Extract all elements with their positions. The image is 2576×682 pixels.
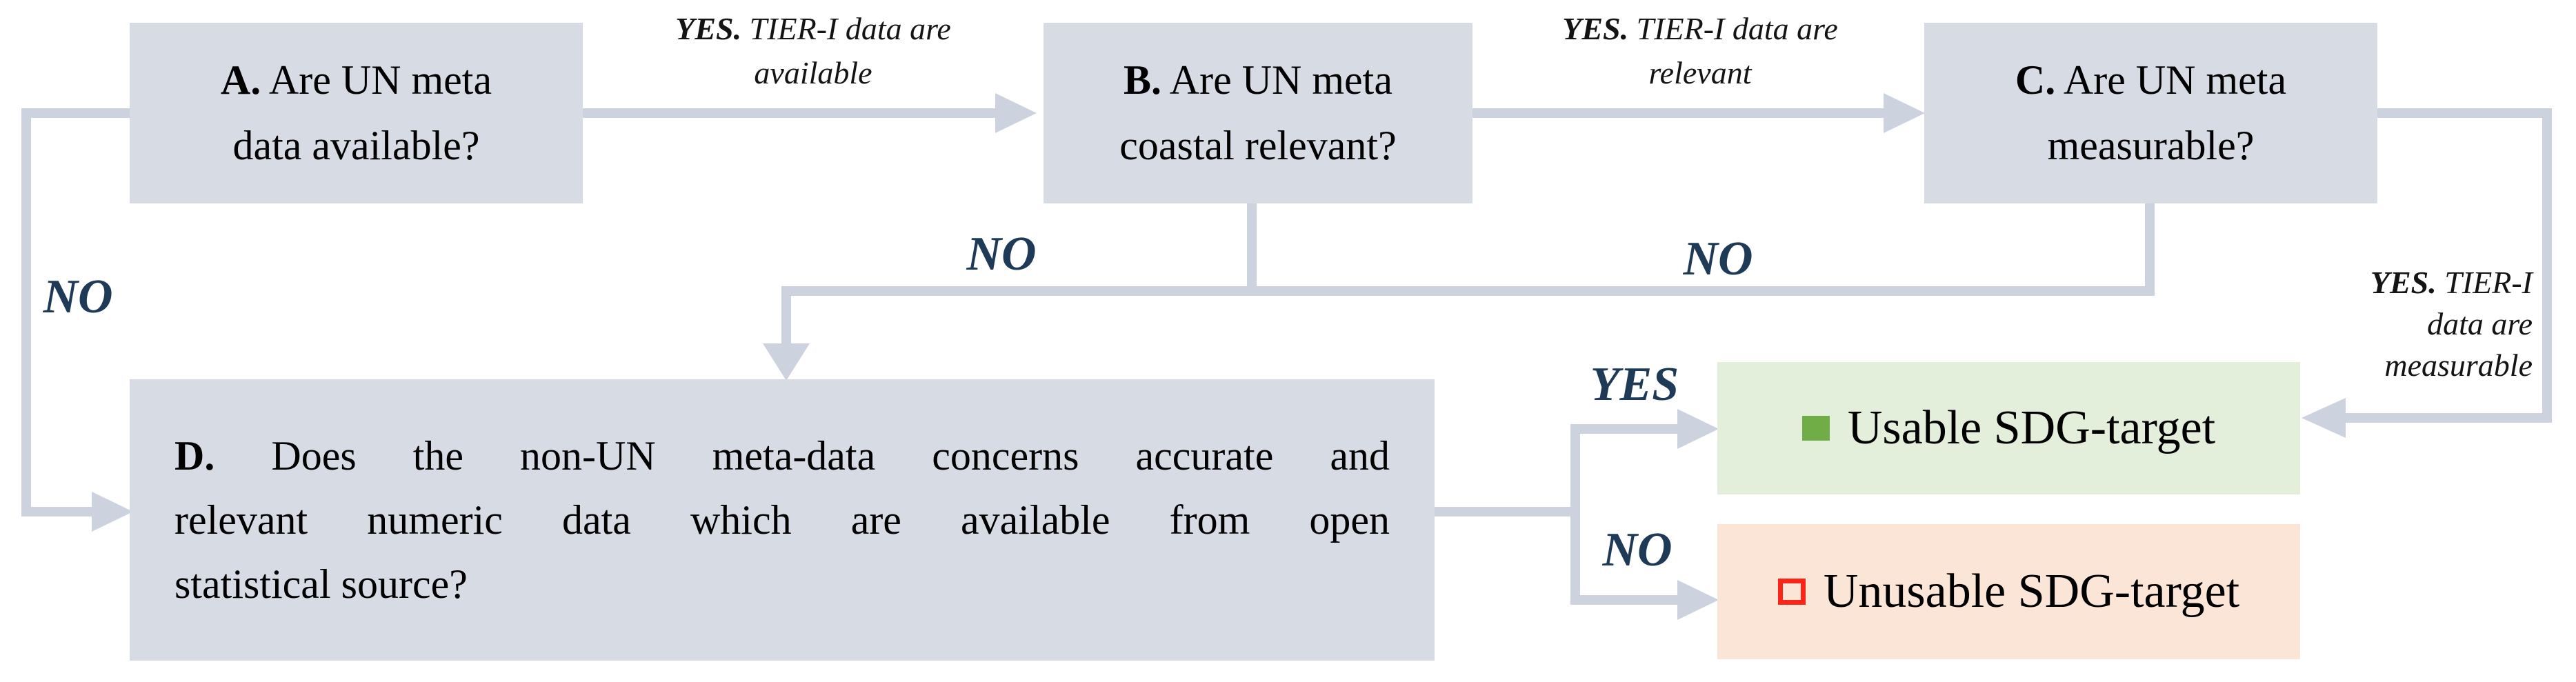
box-a-line1: A. Are UN meta: [220, 57, 492, 103]
box-b-line2: coastal relevant?: [1119, 123, 1397, 168]
usable-bullet-icon: [1801, 416, 1830, 441]
box-d-line1: D. Does the non-UN meta-data concerns ac…: [174, 432, 1390, 479]
flowchart-box-d: D. Does the non-UN meta-data concerns ac…: [130, 379, 1435, 661]
outcome-unusable-box: Unusable SDG-target: [1717, 524, 2300, 659]
label-b-yes: YES. TIER-I data are relevant: [1562, 11, 1838, 90]
box-c-line2: measurable?: [2047, 123, 2255, 168]
connector-c-no-vertical: [2145, 202, 2155, 291]
connector-c-yes-vertical: [2542, 108, 2552, 423]
connector-a-no-horizontal: [21, 507, 94, 516]
outcome-usable-label: Usable SDG-target: [1847, 401, 2216, 454]
arrowhead-c-yes-into-usable: [2302, 398, 2346, 438]
label-d-yes: YES: [1590, 358, 1679, 411]
outcome-usable-box: Usable SDG-target: [1717, 362, 2300, 494]
unusable-bullet-icon: [1777, 579, 1806, 605]
connector-d-split-vertical: [1570, 424, 1580, 605]
label-b-no: NO: [966, 228, 1037, 281]
box-a-line2: data available?: [232, 123, 480, 168]
box-d-line2: relevant numeric data which are availabl…: [174, 497, 1390, 543]
connector-b-no-vertical: [1247, 202, 1257, 291]
connector-a-no-vertical: [21, 108, 31, 516]
label-a-no: NO: [43, 270, 113, 323]
arrowhead-no-into-d: [763, 343, 810, 381]
flowchart-box-c: C. Are UN meta measurable?: [1924, 23, 2377, 203]
box-d-line3: statistical source?: [174, 561, 468, 607]
connector-d-exit: [1435, 507, 1580, 516]
flowchart-box-a: A. Are UN meta data available?: [130, 23, 583, 203]
connector-a-to-b-shaft: [583, 108, 995, 118]
label-c-yes: YES. TIER-I data are measurable: [2370, 265, 2533, 383]
connector-d-yes-shaft: [1570, 424, 1677, 434]
arrowhead-a-no-into-d: [92, 492, 133, 532]
connector-b-to-c-shaft: [1472, 108, 1884, 118]
connector-c-yes-stub: [2377, 108, 2552, 118]
outcome-unusable-label: Unusable SDG-target: [1823, 565, 2240, 618]
arrowhead-b-to-c: [1884, 93, 1925, 133]
arrowhead-d-yes-into-usable: [1677, 409, 1719, 449]
box-c-line1: C. Are UN meta: [2015, 57, 2287, 103]
box-b-line1: B. Are UN meta: [1124, 57, 1392, 103]
connector-no-rail: [786, 286, 2155, 296]
connector-d-no-shaft: [1570, 595, 1677, 605]
connector-a-no-stub: [26, 108, 130, 118]
arrowhead-d-no-into-unusable: [1677, 580, 1719, 620]
label-a-yes: YES. TIER-I data are available: [675, 11, 951, 90]
connector-c-yes-horizontal: [2344, 413, 2552, 423]
label-d-no: NO: [1602, 523, 1673, 576]
connector-no-rail-into-d: [781, 286, 791, 345]
flowchart-box-b: B. Are UN meta coastal relevant?: [1044, 23, 1472, 203]
label-c-no: NO: [1683, 232, 1753, 285]
arrowhead-a-to-b: [995, 93, 1037, 133]
